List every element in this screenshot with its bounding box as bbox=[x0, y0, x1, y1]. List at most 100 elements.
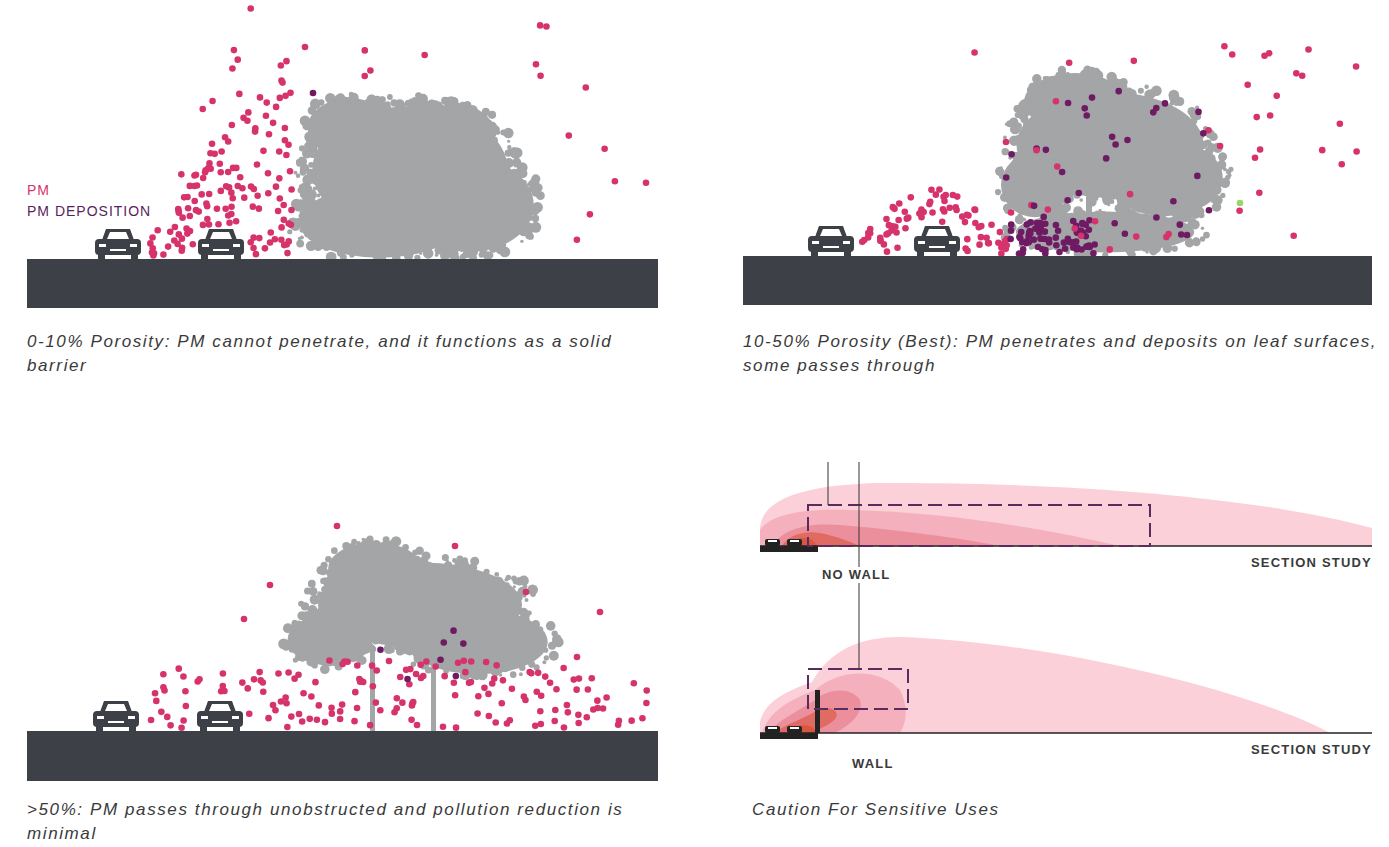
tree-foliage bbox=[376, 137, 381, 142]
tree-foliage bbox=[1064, 78, 1071, 85]
tree-foliage bbox=[458, 103, 463, 108]
tree-foliage bbox=[506, 129, 511, 134]
tree-canopy bbox=[288, 615, 373, 666]
tree-foliage bbox=[463, 252, 466, 255]
tree-foliage bbox=[1059, 88, 1065, 94]
tree-foliage bbox=[369, 185, 375, 191]
tree-foliage bbox=[407, 155, 415, 163]
tree-foliage bbox=[394, 244, 403, 253]
tree-foliage bbox=[493, 223, 498, 228]
tree-foliage bbox=[436, 104, 445, 113]
tree-foliage bbox=[1168, 90, 1179, 101]
tree-foliage bbox=[1102, 135, 1109, 142]
tree-foliage bbox=[460, 247, 464, 251]
tree-foliage bbox=[388, 108, 393, 113]
tree-foliage bbox=[339, 249, 345, 255]
tree-foliage bbox=[323, 208, 333, 218]
tree-foliage bbox=[319, 118, 326, 125]
tree-foliage bbox=[1094, 149, 1103, 158]
tree-foliage bbox=[365, 188, 369, 192]
tree-foliage bbox=[321, 145, 330, 154]
tree-foliage bbox=[336, 93, 346, 103]
tree-foliage bbox=[298, 214, 303, 219]
tree-foliage bbox=[370, 214, 379, 223]
tree-foliage bbox=[1089, 190, 1097, 198]
tree-foliage bbox=[423, 248, 433, 258]
tree-foliage bbox=[1152, 169, 1163, 180]
tree-foliage bbox=[486, 190, 496, 200]
tree-trunk bbox=[370, 650, 375, 731]
tree-foliage bbox=[496, 247, 500, 251]
tree-foliage bbox=[434, 193, 443, 202]
tree-foliage bbox=[1082, 131, 1090, 139]
tree-foliage bbox=[314, 215, 319, 220]
tree-foliage bbox=[415, 92, 422, 99]
tree-foliage bbox=[1100, 104, 1104, 108]
tree-foliage bbox=[488, 111, 496, 119]
tree-foliage bbox=[462, 134, 472, 144]
tree-foliage bbox=[1086, 198, 1095, 207]
tree-foliage bbox=[499, 218, 509, 228]
tree-foliage bbox=[342, 193, 352, 203]
tree-foliage bbox=[504, 173, 513, 182]
tree-foliage bbox=[477, 190, 482, 195]
tree-foliage bbox=[523, 191, 531, 199]
tree-foliage bbox=[392, 125, 403, 136]
tree-foliage bbox=[332, 191, 341, 200]
tree-foliage bbox=[468, 156, 472, 160]
tree-foliage bbox=[303, 197, 312, 206]
tree-foliage bbox=[326, 108, 330, 112]
tree-foliage bbox=[1154, 169, 1158, 173]
tree-foliage bbox=[510, 221, 514, 225]
tree-foliage bbox=[343, 127, 347, 131]
tree-foliage bbox=[482, 119, 492, 129]
tree-foliage bbox=[309, 144, 317, 152]
tree-foliage bbox=[384, 219, 394, 229]
tree-foliage bbox=[1089, 102, 1099, 112]
tree-foliage bbox=[327, 158, 336, 167]
tree-foliage bbox=[1048, 76, 1056, 84]
tree-foliage bbox=[463, 146, 470, 153]
tree-foliage bbox=[349, 252, 354, 257]
tree-foliage bbox=[1005, 123, 1008, 126]
tree-foliage bbox=[497, 155, 500, 158]
tree-foliage bbox=[442, 242, 447, 247]
tree-foliage bbox=[368, 193, 379, 204]
tree-foliage bbox=[493, 235, 499, 241]
tree-foliage bbox=[1124, 160, 1129, 165]
tree-foliage bbox=[349, 179, 355, 185]
tree-foliage bbox=[441, 216, 446, 221]
tree-foliage bbox=[1130, 100, 1139, 109]
tree-foliage bbox=[1084, 146, 1090, 152]
tree-foliage bbox=[380, 225, 384, 229]
tree-foliage bbox=[447, 232, 454, 239]
tree-foliage bbox=[1037, 123, 1042, 128]
tree-foliage bbox=[499, 199, 504, 204]
tree-foliage bbox=[459, 102, 467, 110]
tree-foliage bbox=[1097, 82, 1104, 89]
tree-foliage bbox=[444, 176, 450, 182]
tree-foliage bbox=[363, 159, 366, 162]
tree-foliage bbox=[1066, 99, 1076, 109]
tree-foliage bbox=[1099, 104, 1107, 112]
tree-foliage bbox=[496, 229, 502, 235]
tree-foliage bbox=[382, 114, 389, 121]
tree-foliage bbox=[406, 145, 416, 155]
tree-foliage bbox=[354, 136, 361, 143]
tree-foliage bbox=[443, 207, 452, 216]
tree-foliage bbox=[426, 151, 431, 156]
tree-foliage bbox=[308, 106, 316, 114]
tree-foliage bbox=[300, 169, 307, 176]
tree-foliage bbox=[355, 207, 363, 215]
tree-foliage bbox=[346, 153, 350, 157]
tree-foliage bbox=[363, 215, 369, 221]
tree-foliage bbox=[1027, 120, 1036, 129]
tree-foliage bbox=[475, 220, 483, 228]
tree-foliage bbox=[329, 116, 334, 121]
tree-foliage bbox=[485, 120, 492, 127]
tree-foliage bbox=[313, 203, 321, 211]
tree-foliage bbox=[1101, 96, 1107, 102]
tree-foliage bbox=[446, 122, 452, 128]
tree-foliage bbox=[1043, 76, 1047, 80]
tree-foliage bbox=[538, 194, 542, 198]
